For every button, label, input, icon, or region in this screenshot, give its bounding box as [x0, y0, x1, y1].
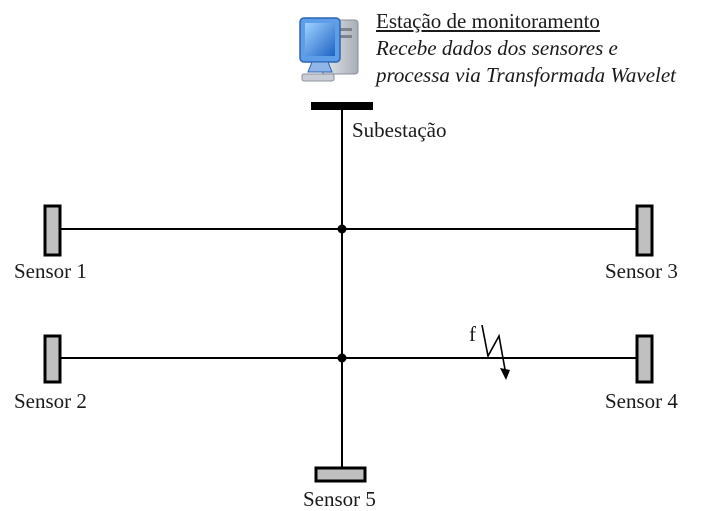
sensor-2-block: [43, 334, 62, 384]
station-description-line-1: Recebe dados dos sensores e: [376, 36, 618, 60]
fault-label: f: [469, 322, 476, 346]
junction-node-upper: [337, 224, 347, 234]
sensor-4-label: Sensor 4: [605, 389, 678, 413]
sensor-3-label: Sensor 3: [605, 259, 678, 283]
sensor-2-label: Sensor 2: [14, 389, 87, 413]
fault-lightning-icon: [481, 324, 510, 380]
computer-icon: [299, 17, 359, 82]
sensor-4-block: [635, 334, 654, 384]
substation-label: Subestação: [352, 118, 447, 142]
substation-bus: [311, 102, 373, 110]
sensor-1-block: [43, 204, 62, 257]
sensor-1-label: Sensor 1: [14, 259, 87, 283]
station-title: Estação de monitoramento: [376, 9, 600, 33]
sensor-5-label: Sensor 5: [303, 487, 376, 511]
junction-node-lower: [337, 353, 347, 363]
sensor-5-block: [314, 466, 367, 483]
sensor-3-block: [635, 204, 654, 257]
station-description-line-2: processa via Transformada Wavelet: [376, 63, 677, 87]
